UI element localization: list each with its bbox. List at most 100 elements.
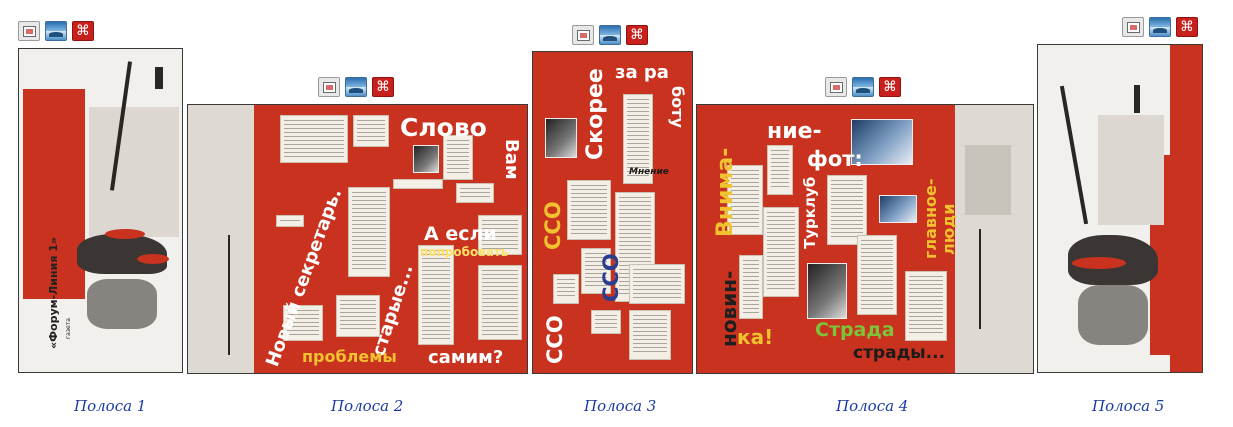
headline-word: Вам bbox=[501, 139, 522, 180]
banner bbox=[1072, 257, 1126, 269]
headline-word: фот: bbox=[807, 147, 863, 171]
sketch-street-left bbox=[188, 105, 254, 373]
article-clip bbox=[283, 305, 323, 341]
headline-word: ка! bbox=[737, 325, 774, 349]
article-clip bbox=[478, 215, 522, 255]
headline-word: Мнение bbox=[629, 167, 669, 177]
article-clip bbox=[276, 215, 304, 227]
article-clip bbox=[623, 94, 653, 184]
headline-word: ние- bbox=[767, 119, 822, 144]
house-sketch bbox=[965, 145, 1011, 215]
article-clip bbox=[827, 175, 867, 245]
article-clip bbox=[905, 271, 947, 341]
banner-2 bbox=[137, 254, 169, 264]
headline-word: главное- bbox=[921, 178, 940, 259]
headline-word: люди bbox=[939, 203, 958, 255]
frame-view-icon[interactable] bbox=[572, 25, 594, 45]
panel-4-thumbnail[interactable]: Внима- ние- фот: Турклуб главное- люди н… bbox=[696, 104, 1034, 374]
portrait-photo bbox=[413, 145, 439, 173]
article-clip bbox=[567, 180, 611, 240]
article-clip bbox=[478, 265, 522, 340]
article-clip bbox=[456, 183, 494, 203]
article-clip bbox=[767, 145, 793, 195]
masthead-subtitle: газета bbox=[65, 318, 72, 339]
article-clip bbox=[348, 187, 390, 277]
pdf-download-icon[interactable] bbox=[372, 77, 394, 97]
lamp-post bbox=[228, 235, 230, 355]
article-clip bbox=[353, 115, 389, 147]
panel-3-caption[interactable]: Полоса 3 bbox=[584, 397, 657, 415]
panel-1-thumbnail[interactable]: «Форум-Линия 1» газета bbox=[18, 48, 183, 373]
pdf-download-icon[interactable] bbox=[879, 77, 901, 97]
article-clip bbox=[581, 248, 611, 294]
lamp-post bbox=[979, 229, 981, 329]
image-view-icon[interactable] bbox=[852, 77, 874, 97]
headline-word: проблемы bbox=[302, 347, 397, 366]
article-clip bbox=[418, 245, 454, 345]
crowd-sketch-2 bbox=[1078, 285, 1148, 345]
panel-5-toolbar bbox=[1122, 17, 1198, 37]
panel-3-toolbar bbox=[572, 25, 648, 45]
headline-word: Внима- bbox=[713, 147, 738, 237]
article-clip bbox=[629, 310, 671, 360]
article-clip bbox=[763, 207, 799, 297]
article-clip bbox=[857, 235, 897, 315]
pdf-download-icon[interactable] bbox=[72, 21, 94, 41]
headline-word: Страда bbox=[815, 319, 895, 341]
headline-word: самим? bbox=[428, 347, 504, 368]
chimney bbox=[1134, 85, 1140, 113]
headline-word: Турклуб bbox=[801, 176, 819, 249]
data-table-clip bbox=[629, 264, 685, 304]
frame-view-icon[interactable] bbox=[18, 21, 40, 41]
headline-word: Скорее bbox=[583, 68, 608, 160]
article-clip bbox=[727, 165, 763, 235]
panel-1-toolbar bbox=[18, 21, 94, 41]
panel-5-caption[interactable]: Полоса 5 bbox=[1092, 397, 1165, 415]
article-clip bbox=[443, 135, 473, 180]
frame-view-icon[interactable] bbox=[825, 77, 847, 97]
red-building-left bbox=[23, 89, 85, 299]
panel-2-thumbnail[interactable]: Слово Вам Новый секретарь. А если попроб… bbox=[187, 104, 528, 374]
headline-word: ССО bbox=[541, 201, 565, 250]
image-view-icon[interactable] bbox=[45, 21, 67, 41]
panel-5-thumbnail[interactable] bbox=[1037, 44, 1203, 373]
headline-word: Слово bbox=[400, 113, 487, 142]
article-clip bbox=[591, 310, 621, 334]
article-clip bbox=[280, 115, 348, 163]
headline-word: боту bbox=[668, 86, 687, 128]
panel-2-caption[interactable]: Полоса 2 bbox=[331, 397, 404, 415]
headline-word: за ра bbox=[615, 62, 669, 83]
pdf-download-icon[interactable] bbox=[626, 25, 648, 45]
frame-view-icon[interactable] bbox=[1122, 17, 1144, 37]
frame-view-icon[interactable] bbox=[318, 77, 340, 97]
photo-clip bbox=[851, 119, 913, 165]
article-clip bbox=[336, 295, 380, 337]
panel-1-caption[interactable]: Полоса 1 bbox=[74, 397, 147, 415]
headline-word: новин- bbox=[717, 270, 741, 347]
image-view-icon[interactable] bbox=[599, 25, 621, 45]
crowd-sketch-2 bbox=[87, 279, 157, 329]
headline-word: ССО bbox=[599, 253, 623, 302]
article-clip bbox=[553, 274, 579, 304]
panel-4-caption[interactable]: Полоса 4 bbox=[836, 397, 909, 415]
article-clip bbox=[739, 255, 763, 319]
sketch-houses bbox=[89, 107, 179, 237]
chimney bbox=[155, 67, 163, 89]
headline-word: страды... bbox=[853, 343, 946, 363]
pdf-download-icon[interactable] bbox=[1176, 17, 1198, 37]
headline-word: А если bbox=[424, 223, 497, 245]
masthead-title: «Форум-Линия 1» bbox=[47, 237, 60, 349]
panel-2-toolbar bbox=[318, 77, 394, 97]
panel-3-thumbnail[interactable]: Скорее за ра боту ССО ССО ССО Мнение bbox=[532, 51, 693, 374]
portrait-photo bbox=[545, 118, 577, 158]
article-clip bbox=[393, 179, 443, 189]
banner-1 bbox=[105, 229, 145, 239]
headline-word: попробовать bbox=[420, 245, 509, 259]
image-view-icon[interactable] bbox=[1149, 17, 1171, 37]
panel-4-toolbar bbox=[825, 77, 901, 97]
photo-clip bbox=[807, 263, 847, 319]
tree-sketch bbox=[1059, 85, 1089, 225]
image-view-icon[interactable] bbox=[345, 77, 367, 97]
headline-word: ССО bbox=[543, 315, 567, 364]
photo-clip bbox=[879, 195, 917, 223]
